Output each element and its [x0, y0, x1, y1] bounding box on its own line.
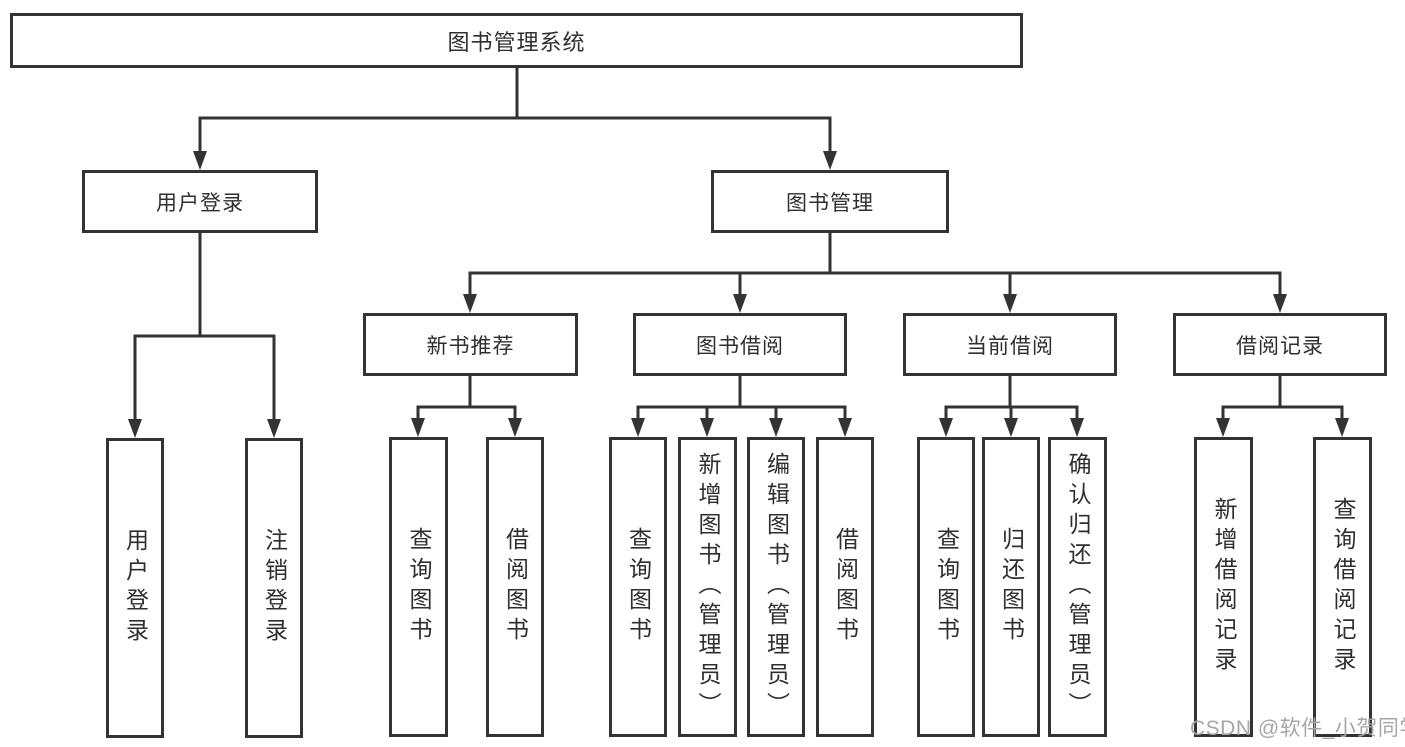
- arrowhead: [1216, 418, 1230, 437]
- leaf-label: 新增借阅记录: [1211, 497, 1237, 677]
- leaf-label: 查询图书: [406, 527, 432, 647]
- leaf-bb-query-books: 查询图书: [609, 437, 667, 737]
- node-current-borrowing: 当前借阅: [903, 313, 1117, 376]
- arrowhead: [411, 418, 425, 437]
- leaf-bb-add-book-admin: 新增图书（管理员）: [678, 437, 737, 737]
- leaf-label: 确认归还（管理员）: [1065, 452, 1091, 722]
- arrowhead: [700, 418, 714, 437]
- connector-mgmt-inner-stems: [738, 273, 1012, 295]
- leaf-label: 查询图书: [625, 527, 652, 647]
- arrowhead: [1335, 418, 1349, 437]
- arrowhead: [1004, 418, 1018, 437]
- leaf-label: 用户登录: [122, 528, 149, 648]
- connector-mgmt-split: [468, 271, 1282, 295]
- leaf-cb-confirm-return-admin: 确认归还（管理员）: [1048, 437, 1107, 737]
- arrowhead: [838, 418, 852, 437]
- leaf-br-query-borrow-record: 查询借阅记录: [1313, 437, 1372, 737]
- leaf-br-add-borrow-record: 新增借阅记录: [1194, 437, 1253, 737]
- watermark: CSDN @软件_小贺同学: [1190, 717, 1405, 740]
- arrowhead: [463, 294, 477, 313]
- arrowhead: [823, 151, 837, 170]
- arrowhead: [1070, 418, 1084, 437]
- node-new-book-recommend: 新书推荐: [363, 313, 578, 376]
- connector-section2-inner-stems: [705, 407, 778, 419]
- arrowhead: [1273, 294, 1287, 313]
- arrowhead: [128, 419, 142, 438]
- connector-section4-split: [1221, 405, 1344, 419]
- connector-section1-split: [416, 405, 517, 419]
- node-book-borrowing: 图书借阅: [633, 313, 847, 376]
- node-book-management: 图书管理: [711, 170, 949, 233]
- leaf-logout: 注销登录: [245, 438, 303, 738]
- leaf-label: 归还图书: [998, 527, 1025, 647]
- leaf-label: 借阅图书: [502, 527, 529, 647]
- leaf-label: 借阅图书: [832, 527, 859, 647]
- arrowhead: [769, 418, 783, 437]
- arrowhead: [267, 419, 281, 438]
- arrowhead: [508, 418, 522, 437]
- leaf-nb-query-books: 查询图书: [389, 437, 448, 737]
- arrowhead: [733, 294, 747, 313]
- leaf-nb-borrow-books: 借阅图书: [486, 437, 544, 737]
- leaf-label: 查询借阅记录: [1330, 497, 1356, 677]
- arrowhead: [193, 151, 207, 170]
- arrowhead: [1003, 294, 1017, 313]
- arrowhead: [939, 418, 953, 437]
- leaf-cb-query-books: 查询图书: [917, 437, 975, 737]
- leaf-label: 编辑图书（管理员）: [763, 452, 790, 722]
- leaf-bb-edit-book-admin: 编辑图书（管理员）: [747, 437, 805, 737]
- leaf-label: 新增图书（管理员）: [695, 452, 721, 722]
- arrowhead: [631, 418, 645, 437]
- leaf-label: 查询图书: [933, 527, 960, 647]
- leaf-cb-return-books: 归还图书: [982, 437, 1040, 737]
- node-root: 图书管理系统: [10, 13, 1023, 68]
- leaf-label: 注销登录: [261, 528, 288, 648]
- connector-login-split: [133, 334, 276, 420]
- node-borrow-records: 借阅记录: [1173, 313, 1387, 376]
- leaf-bb-borrow-books: 借阅图书: [816, 437, 874, 737]
- connector-section2-split: [636, 405, 847, 419]
- connector-root-split: [198, 116, 832, 152]
- leaf-user-login: 用户登录: [106, 438, 164, 738]
- node-user-login: 用户登录: [82, 170, 318, 233]
